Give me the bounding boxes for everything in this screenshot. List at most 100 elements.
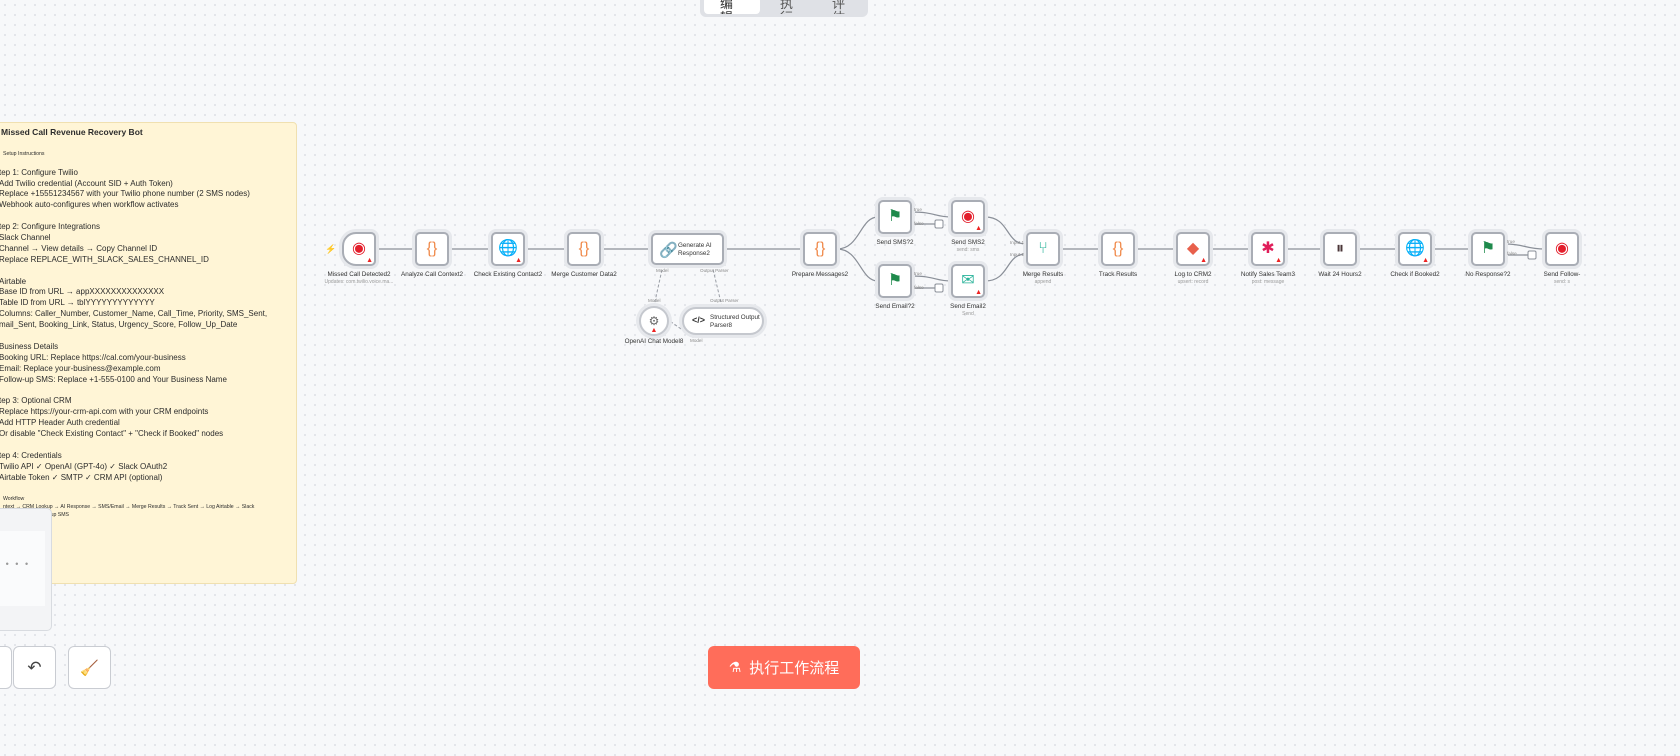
tab-editor[interactable]: 编辑器: [704, 0, 760, 14]
code-icon: </>: [692, 315, 706, 325]
sticky-line: Or disable "Check Existing Contact" + "C…: [0, 429, 224, 439]
warning-icon: ▲: [975, 225, 982, 232]
sticky-line: Add HTTP Header Auth credential: [0, 418, 120, 428]
node-label: Send Email2: [950, 303, 986, 310]
minimap[interactable]: • • • •: [0, 508, 52, 631]
node-wait-24-hours2[interactable]: ⏸: [1323, 232, 1357, 266]
node-check-existing-contact2[interactable]: 🌐▲: [491, 232, 525, 266]
node-merge-customer-data2[interactable]: {}: [567, 232, 601, 266]
trigger-bolt-icon: ⚡: [325, 243, 336, 255]
port-input1: Input 1: [1010, 240, 1025, 245]
node-send-email2[interactable]: ✉▲: [951, 264, 985, 298]
warning-icon: ▲: [975, 289, 982, 296]
node-openai-chat-model[interactable]: ⚙ ▲: [639, 306, 669, 336]
port-label-parser: Output Parser: [700, 268, 729, 273]
sticky-line: Replace https://your-crm-api.com with yo…: [0, 407, 209, 417]
node-subtitle: Updates: com.twilio.voice.ma...: [324, 279, 394, 285]
node-merge-results[interactable]: ⑂: [1026, 232, 1060, 266]
view-tabs: 编辑器 执行 评估: [700, 0, 868, 17]
node-label: OpenAI Chat Model8: [624, 338, 684, 345]
node-prepare-messages2[interactable]: {}: [803, 232, 837, 266]
port-true: true: [914, 207, 922, 212]
edge-parser: [711, 264, 723, 308]
node-subtitle: post: message: [1251, 279, 1285, 285]
minimap-viewport[interactable]: [0, 531, 45, 606]
sticky-line: Airtable: [0, 276, 27, 286]
port-label-parser: Output Parser: [710, 298, 739, 303]
add-node-button: [1527, 250, 1537, 260]
flask-icon: ⚗: [728, 659, 742, 675]
sticky-title: Missed Call Revenue Recovery Bot: [1, 127, 143, 137]
code-braces-icon: {}: [578, 240, 590, 257]
airtable-icon: ◆: [1186, 240, 1200, 257]
edge: [836, 216, 879, 250]
warning-icon: ▲: [1200, 257, 1207, 264]
node-track-results[interactable]: {}: [1101, 232, 1135, 266]
undo-button[interactable]: ↶: [13, 646, 56, 689]
globe-icon: 🌐: [498, 240, 518, 257]
slack-icon: ✱: [1261, 240, 1275, 257]
sticky-line: tep 2: Configure Integrations: [0, 222, 100, 232]
sticky-line: tep 3: Optional CRM: [0, 396, 72, 406]
warning-icon: ▲: [1275, 257, 1282, 264]
node-missed-call-detected2[interactable]: ◉▲: [342, 232, 376, 266]
port-label-model: Model: [690, 338, 703, 343]
email-icon: ✉: [961, 272, 975, 289]
node-subtitle: send: s: [1553, 279, 1571, 285]
pause-icon: ⏸: [1335, 240, 1344, 257]
node-label: Prepare Messages2: [791, 271, 849, 278]
node-send-follow-[interactable]: ◉: [1545, 232, 1579, 266]
sticky-line: Airtable Token ✓ SMTP ✓ CRM API (optiona…: [0, 472, 163, 482]
edge: [984, 216, 1027, 245]
twilio-icon: ◉: [961, 208, 975, 225]
sticky-line: Setup Instructions: [3, 150, 45, 157]
sticky-line: ntext → CRM Lookup → AI Response → SMS/E…: [3, 504, 255, 511]
node-analyze-call-context2[interactable]: {}: [415, 232, 449, 266]
node-label: Generate AI: [678, 242, 712, 249]
node-subtitle: send: sms: [956, 247, 980, 253]
node-send-sms2[interactable]: ◉▲: [951, 200, 985, 234]
sticky-line: Follow-up SMS: Replace +1-555-0100 and Y…: [0, 374, 227, 384]
node-label: Log to CRM2: [1174, 271, 1212, 278]
edge: [1504, 243, 1546, 250]
port-false: false: [914, 221, 924, 226]
node-label: Send SMS?2: [876, 239, 914, 246]
sticky-line: Booking URL: Replace https://cal.com/you…: [0, 352, 186, 362]
node-label: Response2: [678, 250, 710, 257]
sticky-line: Channel → View details → Copy Channel ID: [0, 243, 158, 253]
warning-icon: ▲: [650, 327, 658, 334]
node-send-email-2[interactable]: ⚑: [878, 264, 912, 298]
tab-executions[interactable]: 执行: [780, 0, 794, 14]
port-label-model: Model: [656, 268, 669, 273]
node-notify-sales-team3[interactable]: ✱▲: [1251, 232, 1285, 266]
node-log-to-crm2[interactable]: ◆▲: [1176, 232, 1210, 266]
node-label: Track Results: [1098, 271, 1138, 278]
tab-evaluations[interactable]: 评估: [832, 0, 846, 14]
code-braces-icon: {}: [426, 240, 438, 257]
port-true: true: [914, 271, 922, 276]
sticky-line: Replace +15551234567 with your Twilio ph…: [0, 189, 250, 199]
node-no-response-2[interactable]: ⚑: [1471, 232, 1505, 266]
merge-icon: ⑂: [1038, 240, 1048, 257]
sticky-line: Slack Channel: [0, 233, 51, 243]
warning-icon: ▲: [366, 257, 373, 264]
warning-icon: ▲: [515, 257, 522, 264]
edge-model: [653, 264, 664, 307]
node-label: Send Email?2: [875, 303, 915, 310]
node-label: Merge Customer Data2: [551, 271, 617, 278]
sticky-line: Columns: Caller_Number, Customer_Name, C…: [0, 309, 268, 319]
twilio-icon: ◉: [352, 240, 366, 257]
sticky-line: Replace REPLACE_WITH_SLACK_SALES_CHANNEL…: [0, 254, 209, 264]
execute-workflow-button[interactable]: ⚗ 执行工作流程: [708, 646, 860, 689]
edge: [911, 211, 952, 218]
edge: [836, 248, 879, 282]
node-label: Structured Output: [710, 314, 760, 321]
zoom-button[interactable]: [0, 646, 12, 689]
node-check-if-booked2[interactable]: 🌐▲: [1398, 232, 1432, 266]
tidy-up-button[interactable]: 🧹: [68, 646, 111, 689]
node-send-sms-2[interactable]: ⚑: [878, 200, 912, 234]
